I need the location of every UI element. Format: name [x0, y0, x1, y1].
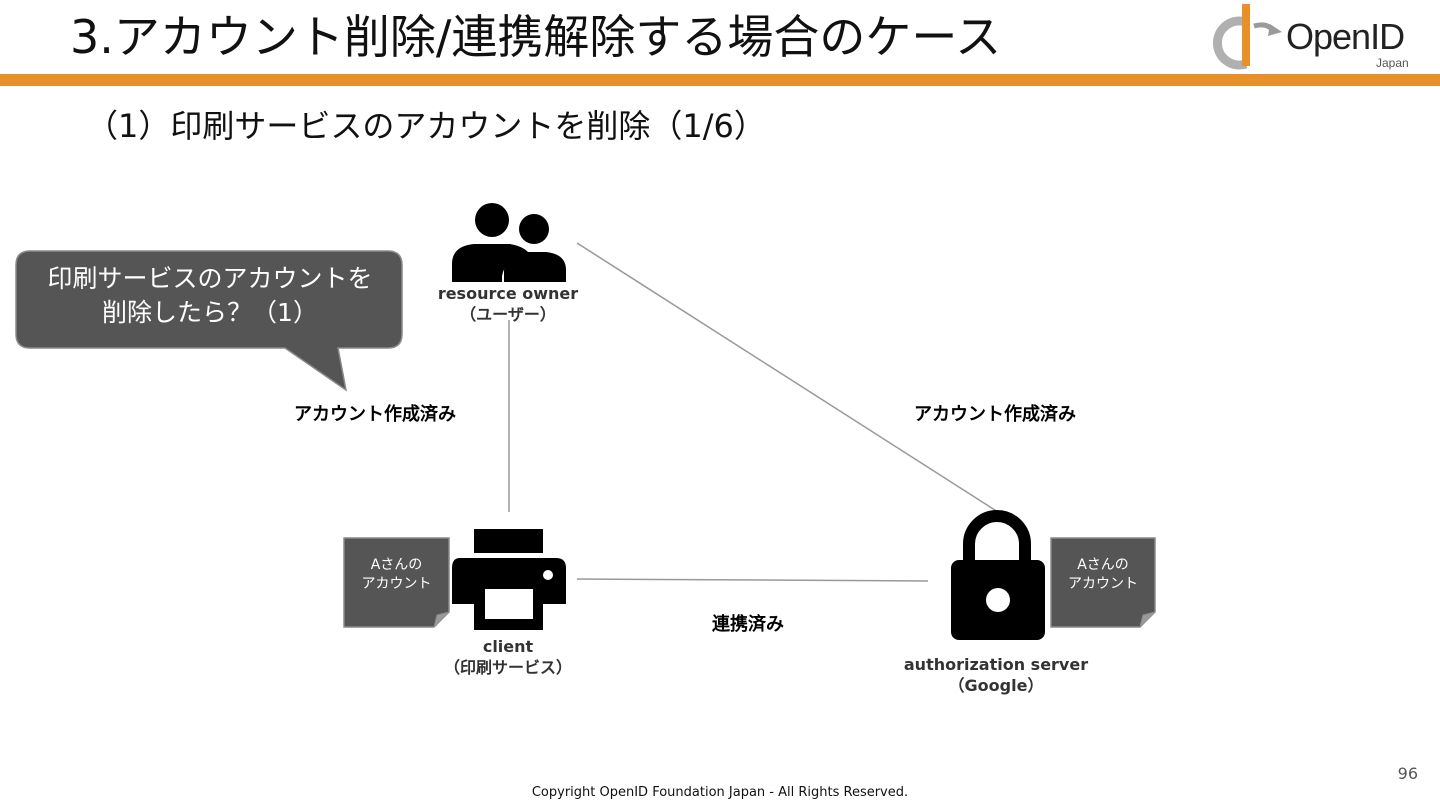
auth-note-line-2: アカウント — [1068, 576, 1138, 592]
printer-icon — [452, 529, 566, 630]
edge-label-owner-auth: アカウント作成済み — [914, 404, 1076, 425]
callout-text: 印刷サービスのアカウントを 削除したら？（1） — [20, 262, 400, 330]
client-label: client （印刷サービス） — [428, 636, 588, 678]
client-note-line-1: Aさんの — [370, 557, 423, 573]
auth-server-label: authorization server （Google） — [894, 654, 1098, 696]
client-name: client — [482, 637, 534, 656]
client-account-note: Aさんの アカウント — [344, 556, 449, 594]
client-account-card — [343, 537, 450, 628]
logo-subtext: Japan — [1376, 56, 1409, 70]
edge-owner-auth — [576, 242, 999, 513]
client-sub: （印刷サービス） — [443, 658, 572, 677]
client-note-line-2: アカウント — [361, 576, 432, 592]
callout-bubble — [15, 250, 403, 392]
edge-client-auth — [576, 578, 929, 582]
resource-owner-sub: （ユーザー） — [460, 305, 556, 324]
callout-line-1: 印刷サービスのアカウントを — [47, 264, 373, 293]
resource-owner-name: resource owner — [437, 284, 579, 303]
users-icon — [452, 203, 566, 282]
resource-owner-label: resource owner （ユーザー） — [426, 283, 590, 325]
logo-text: OpenID — [1286, 16, 1405, 57]
auth-note-line-1: Aさんの — [1077, 557, 1129, 573]
page-title: 3.アカウント削除/連携解除する場合のケース — [70, 10, 1002, 64]
edge-label-owner-client: アカウント作成済み — [294, 404, 456, 425]
header-rule — [0, 74, 1440, 86]
copyright-footer: Copyright OpenID Foundation Japan - All … — [531, 785, 909, 800]
callout-line-2: 削除したら？（1） — [102, 298, 318, 327]
lock-icon — [951, 510, 1045, 640]
auth-account-note: Aさんの アカウント — [1051, 556, 1155, 594]
openid-logo-mark — [1212, 4, 1282, 70]
auth-account-card — [1050, 537, 1156, 628]
edge-label-client-auth: 連携済み — [712, 614, 784, 635]
auth-server-sub: （Google） — [948, 676, 1044, 695]
openid-logo: OpenID Japan — [1212, 2, 1422, 72]
auth-server-name: authorization server — [903, 655, 1089, 674]
slide-subtitle: （1）印刷サービスのアカウントを削除（1/6） — [86, 107, 766, 145]
page-number: 96 — [1397, 764, 1418, 783]
